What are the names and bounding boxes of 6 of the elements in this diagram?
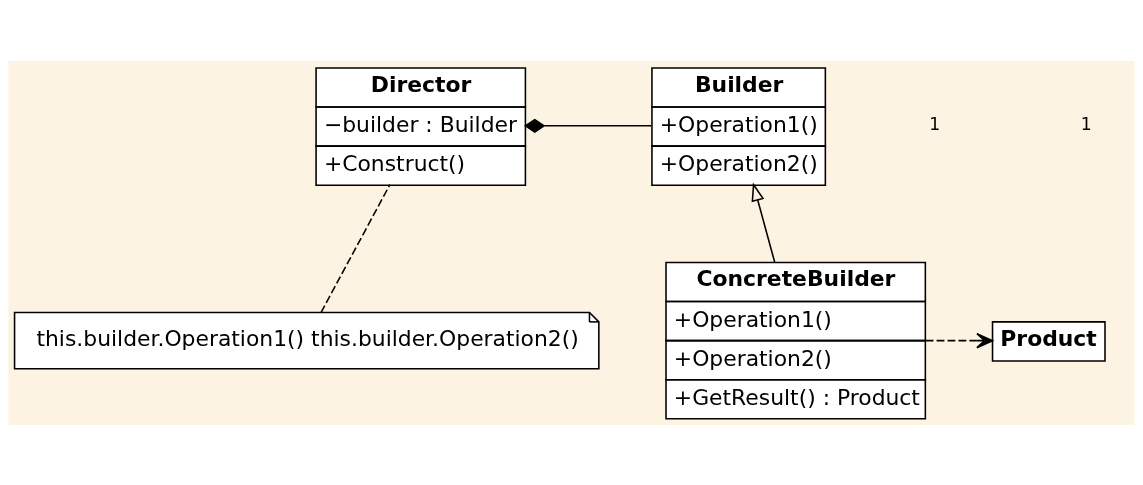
label: 1	[1080, 113, 1092, 134]
connector	[524, 118, 652, 133]
connector	[320, 183, 391, 313]
label: 1	[929, 113, 941, 134]
arrow	[751, 182, 776, 263]
arrow	[924, 332, 994, 348]
